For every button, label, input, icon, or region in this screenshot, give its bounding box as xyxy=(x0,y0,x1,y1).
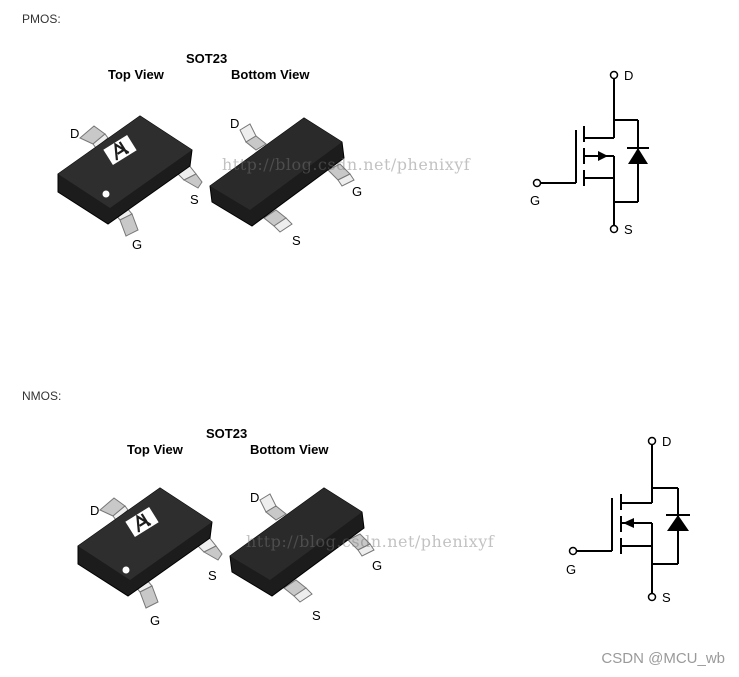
pmos-section: PMOS: SOT23 Top View Bottom View D S G xyxy=(22,12,649,252)
pin-g-lead xyxy=(347,533,375,557)
pin-d-label: D xyxy=(230,116,239,131)
body-diode xyxy=(667,515,689,531)
pin-s-label: S xyxy=(312,608,321,623)
pin-d-lead xyxy=(239,123,267,151)
drain-terminal xyxy=(609,70,619,80)
watermark-text: http://blog.csdn.net/phenixyf xyxy=(246,532,495,551)
body-diode xyxy=(628,148,648,164)
section-type-label: NMOS: xyxy=(22,389,62,403)
source-label: S xyxy=(662,590,671,605)
pin-d-lead xyxy=(259,493,287,521)
package-title: SOT23 xyxy=(186,51,228,66)
pin-g-label: G xyxy=(372,558,382,573)
pin-g-label: G xyxy=(352,184,362,199)
pin-s-label: S xyxy=(208,568,217,583)
pin-d-lead xyxy=(79,125,109,149)
pin-s-label: S xyxy=(292,233,301,248)
source-label: S xyxy=(624,222,633,237)
source-terminal xyxy=(647,592,657,602)
nmos-schematic-symbol: D G S xyxy=(566,434,690,605)
manufacturer-logo xyxy=(125,506,159,538)
sot23-bottom-view: D G S xyxy=(209,116,362,248)
gate-label: G xyxy=(530,193,540,208)
pin-g-label: G xyxy=(150,613,160,628)
gate-terminal xyxy=(532,178,542,188)
top-view-label: Top View xyxy=(127,442,183,457)
bottom-view-label: Bottom View xyxy=(250,442,329,457)
pin-g-lead xyxy=(327,163,355,187)
source-terminal xyxy=(609,224,619,234)
drain-terminal xyxy=(647,436,657,446)
sot23-top-view: D S G xyxy=(57,115,203,252)
sot23-bottom-view: D G S xyxy=(229,487,382,623)
footer-credit: CSDN @MCU_wb xyxy=(601,650,725,667)
pin1-dot xyxy=(102,190,110,198)
pin-s-lead xyxy=(283,579,313,603)
watermark-text: http://blog.csdn.net/phenixyf xyxy=(222,155,471,174)
package-title: SOT23 xyxy=(206,426,248,441)
pin-g-label: G xyxy=(132,237,142,252)
pin-d-label: D xyxy=(70,126,79,141)
pin-d-lead xyxy=(99,497,129,521)
channel-arrow xyxy=(623,518,634,528)
bottom-view-label: Bottom View xyxy=(231,67,310,82)
pin-d-label: D xyxy=(90,503,99,518)
top-view-label: Top View xyxy=(108,67,164,82)
pin-s-label: S xyxy=(190,192,199,207)
pin-d-label: D xyxy=(250,490,259,505)
drain-label: D xyxy=(662,434,671,449)
pin-s-lead xyxy=(263,209,293,233)
pin1-dot xyxy=(122,566,130,574)
section-type-label: PMOS: xyxy=(22,12,61,26)
sot23-top-view: D S G xyxy=(77,487,223,628)
drain-label: D xyxy=(624,68,633,83)
gate-label: G xyxy=(566,562,576,577)
nmos-section: NMOS: SOT23 Top View Bottom View D S G xyxy=(0,380,739,670)
pmos-schematic-symbol: D G S xyxy=(530,68,649,237)
gate-terminal xyxy=(568,546,578,556)
manufacturer-logo xyxy=(103,134,137,166)
